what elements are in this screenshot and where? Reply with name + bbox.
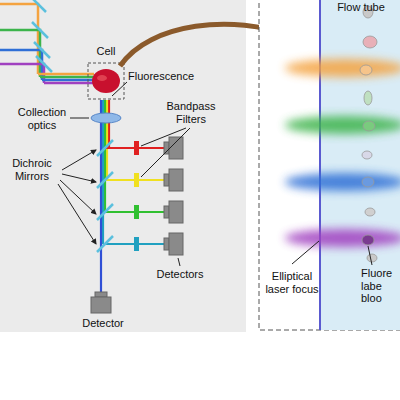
part-label: Fluorescence bbox=[128, 70, 204, 83]
part-label: Flow tube bbox=[330, 1, 392, 14]
part-label: Fluore labe bloo bbox=[361, 267, 399, 305]
part-label: Bandpass Filters bbox=[160, 100, 222, 125]
part-label: Detector bbox=[78, 317, 128, 330]
part-label: Cell bbox=[88, 45, 124, 58]
part-label: Detectors bbox=[150, 268, 210, 281]
part-label: Elliptical laser focus bbox=[262, 270, 322, 295]
part-label: Collection optics bbox=[14, 106, 70, 131]
part-label: Dichroic Mirrors bbox=[4, 157, 60, 182]
